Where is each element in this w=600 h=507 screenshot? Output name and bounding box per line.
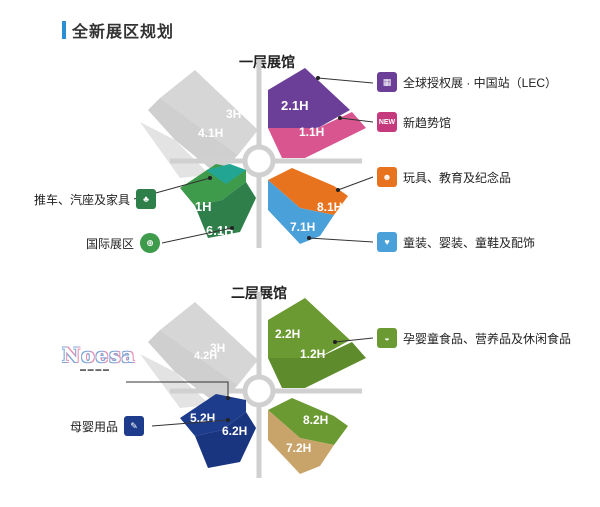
toy-icon: ☻	[377, 167, 397, 187]
legend-new[interactable]: NEW 新趋势馆	[377, 112, 451, 132]
leader-toys	[337, 176, 374, 191]
leader-new	[339, 117, 374, 123]
legend-toys[interactable]: ☻ 玩具、教育及纪念品	[377, 167, 511, 187]
legend-lec-label: 全球授权展 · 中国站（LEC）	[403, 75, 558, 90]
floor2-map: 3H 4.2H 2.2H 1.2H 5.2H 6.2H 8.2H 7.2H	[126, 292, 374, 478]
legend-stroller[interactable]: 推车、汽座及家具 ♣	[34, 189, 157, 209]
floor1-hall-7[interactable]	[268, 180, 334, 244]
floor1-hall-3[interactable]	[160, 70, 258, 155]
leader-maternity	[151, 419, 229, 427]
legend-maternity-label: 母婴用品	[70, 419, 119, 434]
maternity-icon: ✎	[124, 416, 145, 436]
leader-food	[334, 337, 374, 343]
new-icon: NEW	[377, 112, 397, 132]
floor1-label-8: 8.1H	[317, 200, 342, 214]
floor1-label-4: 4.1H	[198, 126, 223, 140]
floor1-hall-6[interactable]	[195, 182, 256, 238]
floor1-center-plaza	[242, 144, 276, 178]
floor2-label-6: 6.2H	[222, 424, 247, 438]
floor1-hall-2[interactable]	[268, 68, 350, 128]
food-icon: ◒	[377, 328, 397, 348]
floor2-label-3: 3H	[210, 341, 225, 355]
leader-noesa	[126, 381, 229, 398]
floor1-map: 3H 4.1H 2.1H 1.1H 5.1H 6.1H 8.1H 7.1H	[133, 60, 374, 248]
floor1-label-2: 2.1H	[281, 98, 308, 113]
floor2-hall-8[interactable]	[268, 398, 348, 445]
floor2-hall-3[interactable]	[160, 302, 258, 385]
floor2-hall-2[interactable]	[268, 298, 350, 358]
legend-intl[interactable]: 国际展区 ⊕	[86, 233, 161, 253]
legend-lec[interactable]: ▦ 全球授权展 · 中国站（LEC）	[377, 72, 557, 92]
legend-toys-label: 玩具、教育及纪念品	[403, 170, 512, 185]
globe-icon: ⊕	[140, 233, 161, 253]
floor1-hall-4-edge	[140, 122, 210, 178]
floor1-label-5: 5.1H	[184, 199, 211, 214]
noesa-logo-subtitle: ▬ ▬ ▬ ▬	[80, 367, 110, 373]
leader-apparel	[308, 237, 374, 243]
floor1-hall-5-teal	[206, 164, 246, 184]
legend-food-label: 孕婴童食品、营养品及休闲食品	[403, 331, 572, 346]
legend-new-label: 新趋势馆	[403, 115, 452, 130]
legend-food[interactable]: ◒ 孕婴童食品、营养品及休闲食品	[377, 328, 571, 348]
legend-apparel-label: 童装、婴装、童鞋及配饰	[403, 235, 536, 250]
floor1-hall-1[interactable]	[268, 112, 366, 158]
floor2-hall-4[interactable]	[148, 330, 238, 405]
floor2-label-8: 8.2H	[303, 413, 328, 427]
floor2-label-4: 4.2H	[194, 350, 217, 362]
section-title-text: 全新展区规划	[72, 24, 175, 41]
floor2-hall-1[interactable]	[268, 342, 366, 388]
floor1-hall-8[interactable]	[268, 168, 348, 215]
legend-maternity[interactable]: 母婴用品 ✎	[70, 416, 145, 436]
floor2-label-7: 7.2H	[286, 441, 311, 455]
leader-lec	[317, 77, 374, 84]
floor1-label-7: 7.1H	[290, 220, 315, 234]
floor2-hall-7[interactable]	[268, 410, 334, 474]
noesa-logo: Noesa ▬ ▬ ▬ ▬	[62, 343, 144, 399]
apparel-icon: ♥	[377, 232, 397, 252]
floor2-label-2: 2.2H	[275, 327, 300, 341]
section-title: 全新展区规划	[62, 18, 174, 42]
stroller-icon: ♣	[136, 189, 157, 209]
floor1-label-3: 3H	[226, 107, 241, 121]
floor1-title: 一层展馆	[239, 54, 295, 70]
legend-apparel[interactable]: ♥ 童装、婴装、童鞋及配饰	[377, 232, 535, 252]
floor2-hall-4-edge	[140, 354, 210, 408]
floor1-label-1: 1.1H	[299, 125, 324, 139]
license-icon: ▦	[377, 72, 397, 92]
leader-intl	[161, 227, 233, 244]
noesa-logo-text: Noesa	[62, 343, 136, 367]
floor2-hall-5[interactable]	[180, 394, 246, 436]
legend-stroller-label: 推车、汽座及家具	[34, 192, 131, 207]
floor1-hall-4[interactable]	[148, 98, 238, 175]
legend-intl-label: 国际展区	[86, 236, 135, 251]
floor2-center-plaza	[242, 374, 276, 408]
title-accent-bar	[62, 21, 66, 39]
floor2-hall-6[interactable]	[195, 412, 256, 468]
floor2-label-1: 1.2H	[300, 347, 325, 361]
